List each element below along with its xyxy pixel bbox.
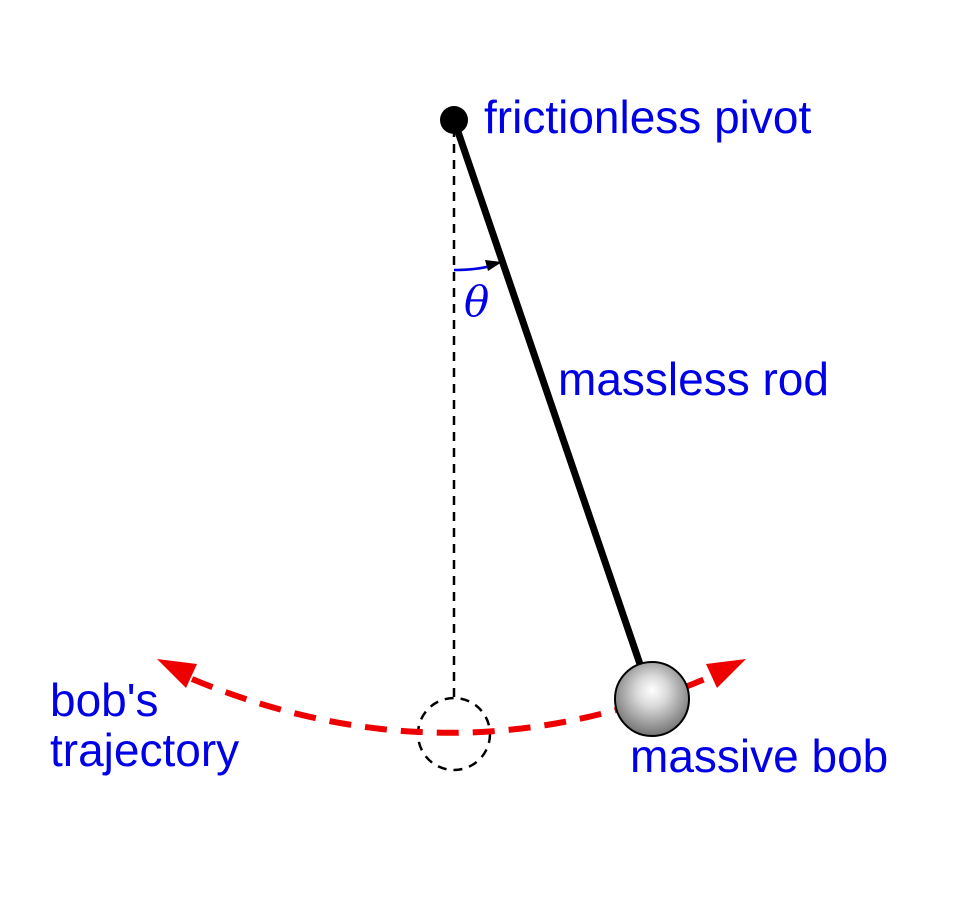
angle-label: θ bbox=[464, 277, 489, 326]
trajectory-label-line1: bob's bbox=[50, 674, 159, 726]
massive-bob bbox=[614, 661, 690, 737]
rod-label: massless rod bbox=[558, 353, 829, 405]
trajectory-arc bbox=[190, 673, 714, 736]
trajectory-right-arrowhead bbox=[706, 659, 746, 688]
bob-label: massive bob bbox=[630, 730, 888, 782]
trajectory-left-arrowhead bbox=[157, 659, 197, 688]
pivot-point bbox=[440, 106, 468, 134]
trajectory-label-line2: trajectory bbox=[50, 724, 239, 776]
angle-arc-arrowhead bbox=[485, 260, 502, 271]
massless-rod bbox=[450, 116, 647, 677]
pivot-label: frictionless pivot bbox=[484, 91, 811, 143]
